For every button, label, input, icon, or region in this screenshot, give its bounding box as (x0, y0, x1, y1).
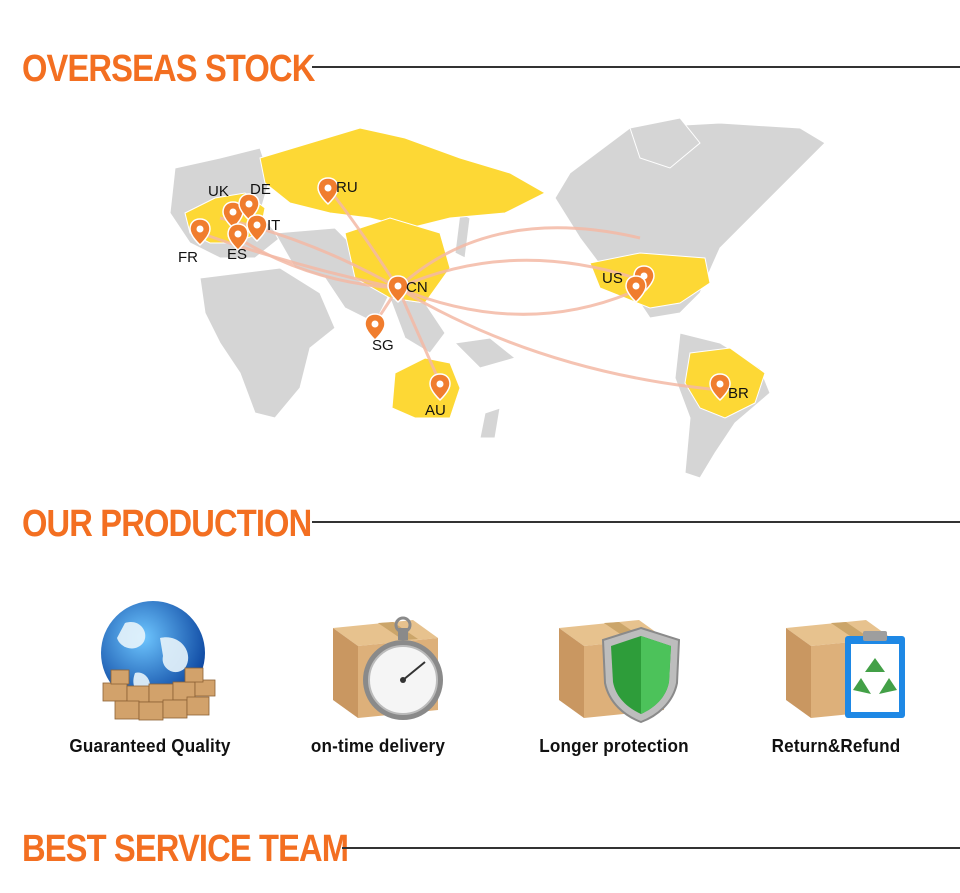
title-divider (342, 847, 960, 849)
map-label-br: BR (728, 385, 749, 402)
map-label-sg: SG (372, 337, 394, 354)
route-cn-ru (326, 187, 400, 289)
map-label-de: DE (250, 181, 271, 198)
title-divider (312, 521, 960, 523)
route-cn-es (237, 236, 399, 290)
russia-highlight (259, 127, 547, 229)
route-cn-us-north (396, 226, 641, 290)
box-with-recycle-clipboard-icon (786, 620, 905, 718)
feature-label: on-time delivery (310, 736, 446, 756)
map-label-it: IT (267, 217, 280, 234)
feature-guaranteed-quality: Guaranteed Quality (50, 598, 250, 756)
map-label-ru: RU (336, 179, 358, 196)
route-cn-us-south (397, 286, 631, 316)
feature-label: Return&Refund (771, 736, 901, 756)
feature-longer-protection: Longer protection (514, 598, 714, 756)
map-label-uk: UK (208, 183, 229, 200)
route-cn-europe (219, 216, 399, 290)
route-cn-fr (199, 231, 399, 290)
route-cn-us (397, 258, 636, 290)
world-map: RU UK DE IT FR ES CN SG US AU BR (169, 118, 826, 479)
feature-label: Guaranteed Quality (69, 736, 231, 756)
feature-return-refund: Return&Refund (736, 598, 936, 756)
map-label-au: AU (425, 402, 446, 419)
map-label-cn: CN (406, 279, 428, 296)
africa-land (199, 267, 336, 419)
feature-on-time-delivery: on-time delivery (278, 598, 478, 756)
title-divider (312, 66, 960, 68)
globe-with-boxes-icon (101, 601, 216, 721)
section-title-our-production: OUR PRODUCTION (22, 503, 312, 545)
feature-label: Longer protection (539, 736, 689, 756)
se-asia-land (389, 297, 446, 354)
box-with-shield-icon (559, 620, 681, 724)
map-label-fr: FR (178, 249, 198, 266)
map-label-us: US (602, 270, 623, 287)
section-title-overseas-stock: OVERSEAS STOCK (22, 48, 315, 90)
route-cn-br (397, 286, 721, 392)
route-cn-au (396, 287, 442, 384)
map-label-es: ES (227, 246, 247, 263)
box-with-stopwatch-icon (333, 616, 443, 720)
section-title-best-service-team: BEST SERVICE TEAM (22, 828, 349, 870)
